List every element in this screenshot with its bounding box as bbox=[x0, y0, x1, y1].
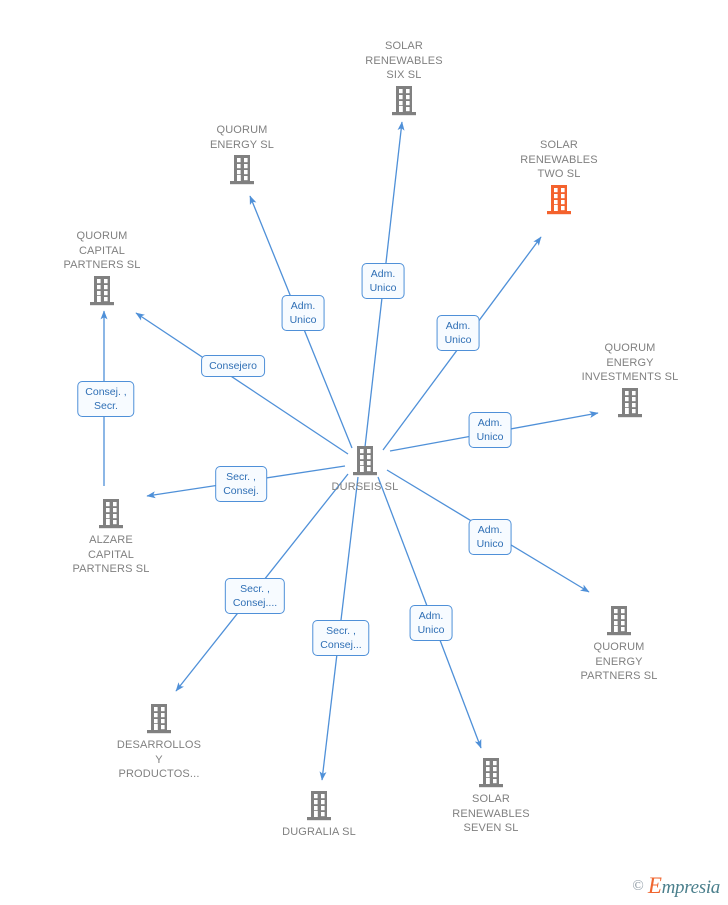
building-icon bbox=[547, 184, 571, 214]
graph-node-quorum_energy[interactable]: QUORUM ENERGY SL bbox=[167, 123, 317, 186]
graph-node-quorum_invest[interactable]: QUORUM ENERGY INVESTMENTS SL bbox=[555, 341, 705, 419]
copyright-icon: © bbox=[632, 877, 644, 894]
building-icon bbox=[307, 791, 331, 821]
graph-node-alzare[interactable]: ALZARE CAPITAL PARTNERS SL bbox=[36, 498, 186, 577]
empresia-watermark: © Empresia bbox=[632, 873, 720, 899]
brand-initial: E bbox=[647, 873, 662, 898]
edge-label-e1[interactable]: Adm. Unico bbox=[361, 263, 405, 299]
edge-label-e3[interactable]: Adm. Unico bbox=[436, 315, 480, 351]
edge-label-e9[interactable]: Secr. , Consej.... bbox=[224, 578, 286, 614]
node-label-dugralia: DUGRALIA SL bbox=[282, 826, 356, 838]
graph-node-solar_two[interactable]: SOLAR RENEWABLES TWO SL bbox=[484, 138, 634, 216]
edge-label-e2[interactable]: Adm. Unico bbox=[281, 295, 325, 331]
node-label-solar_seven: SOLAR RENEWABLES SEVEN SL bbox=[452, 793, 530, 834]
brand-remainder: mpresia bbox=[661, 877, 721, 898]
building-icon bbox=[99, 499, 123, 529]
brand-name: Empresia bbox=[648, 873, 720, 899]
building-icon bbox=[618, 387, 642, 417]
node-label-durseis: DURSEIS SL bbox=[331, 481, 399, 493]
building-icon bbox=[230, 155, 254, 185]
node-label-quorum_energy: QUORUM ENERGY SL bbox=[209, 124, 275, 151]
building-icon bbox=[607, 606, 631, 636]
building-icon bbox=[147, 704, 171, 734]
edge-line[interactable] bbox=[135, 312, 349, 455]
graph-node-solar_seven[interactable]: SOLAR RENEWABLES SEVEN SL bbox=[416, 757, 566, 836]
graph-node-quorum_partners[interactable]: QUORUM ENERGY PARTNERS SL bbox=[544, 605, 694, 684]
graph-node-desarrollos[interactable]: DESARROLLOS Y PRODUCTOS... bbox=[84, 703, 234, 782]
node-label-quorum_invest: QUORUM ENERGY INVESTMENTS SL bbox=[581, 342, 679, 383]
node-label-alzare: ALZARE CAPITAL PARTNERS SL bbox=[72, 534, 150, 575]
node-label-quorum_capital: QUORUM CAPITAL PARTNERS SL bbox=[63, 230, 141, 271]
building-icon bbox=[392, 85, 416, 115]
graph-node-solar_six[interactable]: SOLAR RENEWABLES SIX SL bbox=[329, 39, 479, 117]
graph-node-durseis[interactable]: DURSEIS SL bbox=[290, 445, 440, 495]
building-icon bbox=[479, 758, 503, 788]
edge-label-e4[interactable]: Consejero bbox=[201, 355, 265, 377]
building-icon bbox=[90, 275, 114, 305]
edge-label-e11[interactable]: Adm. Unico bbox=[409, 605, 453, 641]
edge-label-e8[interactable]: Adm. Unico bbox=[468, 519, 512, 555]
edge-label-e10[interactable]: Secr. , Consej... bbox=[312, 620, 370, 656]
edge-label-e5[interactable]: Consej. , Secr. bbox=[77, 381, 135, 417]
node-label-solar_six: SOLAR RENEWABLES SIX SL bbox=[365, 40, 443, 81]
building-icon bbox=[353, 446, 377, 476]
graph-node-dugralia[interactable]: DUGRALIA SL bbox=[244, 790, 394, 840]
edge-label-e7[interactable]: Secr. , Consej. bbox=[215, 466, 267, 502]
node-label-quorum_partners: QUORUM ENERGY PARTNERS SL bbox=[580, 641, 658, 682]
graph-node-quorum_capital[interactable]: QUORUM CAPITAL PARTNERS SL bbox=[27, 229, 177, 307]
edge-label-e6[interactable]: Adm. Unico bbox=[468, 412, 512, 448]
node-label-desarrollos: DESARROLLOS Y PRODUCTOS... bbox=[116, 739, 202, 780]
node-label-solar_two: SOLAR RENEWABLES TWO SL bbox=[520, 139, 598, 180]
